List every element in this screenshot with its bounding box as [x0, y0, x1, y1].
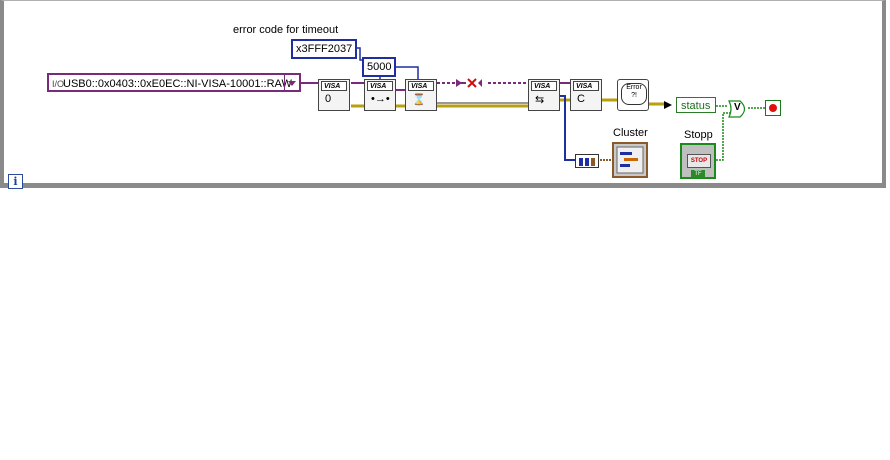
tf-badge: TF — [691, 170, 705, 178]
visa-wait-event-vi[interactable]: VISA ⌛ — [405, 79, 437, 111]
visa-close-header: VISA — [573, 81, 599, 91]
cluster-label: Cluster — [613, 127, 648, 139]
or-gate[interactable]: V — [728, 100, 750, 118]
unbundle-node[interactable] — [662, 98, 676, 112]
visa-property-node-vi[interactable]: VISA •→• — [364, 79, 396, 111]
visa-usb-header: VISA — [531, 81, 557, 91]
cluster-indicator — [612, 142, 648, 178]
usb-icon: ⇆ — [535, 94, 545, 106]
unbundle-arrow-icon — [664, 101, 672, 109]
visa-property-header: VISA — [367, 81, 393, 91]
visa-close-vi[interactable]: VISA C — [570, 79, 602, 111]
io-icon: I/O — [52, 79, 65, 89]
property-icon: •→• — [371, 93, 390, 105]
stop-dot-icon — [769, 104, 777, 112]
iteration-terminal: i — [8, 174, 23, 189]
status-indicator: status — [676, 97, 716, 113]
visa-wait-header: VISA — [408, 81, 434, 91]
visa-open-header: VISA — [321, 81, 347, 91]
cluster-icon — [616, 146, 644, 174]
or-symbol: V — [734, 102, 741, 113]
timeout-constant[interactable]: 5000 — [362, 57, 397, 77]
stopp-label: Stopp — [684, 129, 713, 141]
error-bubble-icon: Error ?! — [621, 83, 647, 105]
error-code-constant[interactable]: x3FFF2037 — [291, 39, 358, 59]
visa-resource-value: USB0::0x0403::0xE0EC::NI-VISA-10001::RAW — [63, 78, 292, 90]
error-handler-vi[interactable]: Error ?! — [617, 79, 649, 111]
cluster-terminal[interactable] — [575, 154, 599, 168]
stop-button[interactable]: STOP — [687, 154, 711, 168]
dropdown-arrow-icon[interactable] — [284, 75, 299, 90]
stopp-control[interactable]: STOP TF — [680, 143, 716, 179]
while-loop — [0, 0, 886, 188]
stop-terminal[interactable] — [765, 100, 781, 116]
open-icon: 0 — [325, 93, 332, 105]
error-code-label: error code for timeout — [233, 24, 339, 36]
close-icon: C — [577, 93, 585, 105]
visa-usb-property-vi[interactable]: VISA ⇆ — [528, 79, 560, 111]
visa-open-vi[interactable]: VISA 0 — [318, 79, 350, 111]
visa-resource-control[interactable]: I/O USB0::0x0403::0xE0EC::NI-VISA-10001:… — [47, 73, 301, 92]
hourglass-icon: ⌛ — [412, 94, 426, 106]
